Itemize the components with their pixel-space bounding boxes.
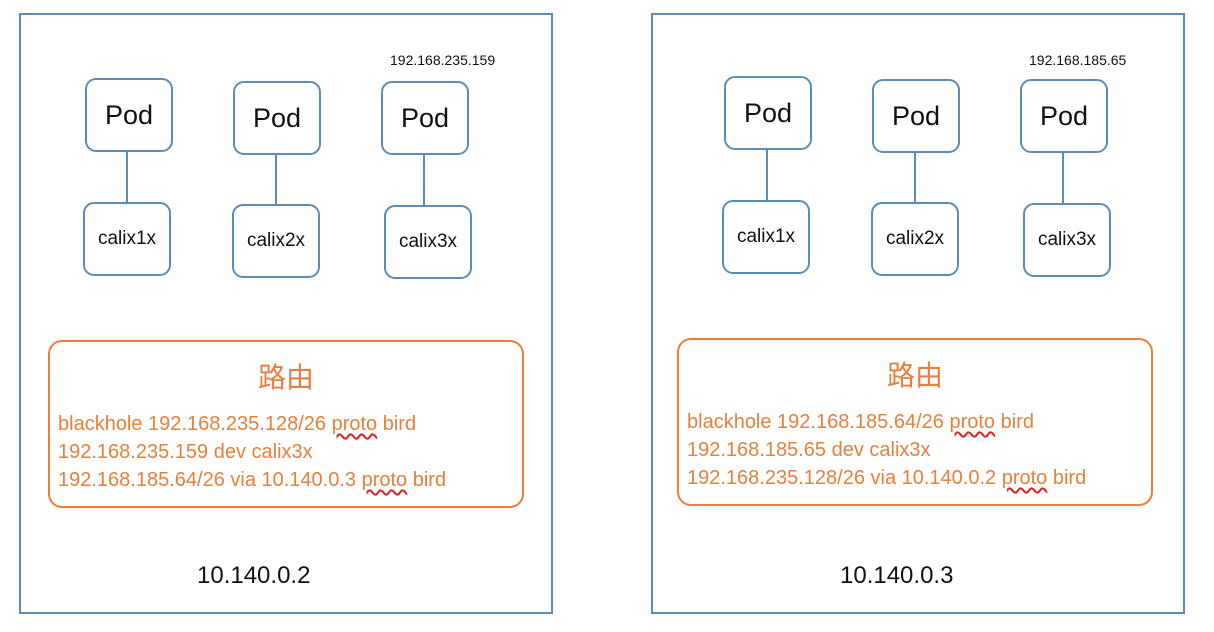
pod-veth-connector-2 [275, 155, 277, 204]
spellcheck-marked-word: proto [361, 469, 408, 491]
pod-veth-connector-1 [126, 152, 128, 202]
route-entry: 192.168.235.159 dev calix3x [58, 441, 313, 463]
pod-veth-connector-2 [914, 153, 916, 202]
route-entry: 192.168.235.128/26 via 10.140.0.2 proto … [687, 467, 1087, 489]
routing-lines: blackhole 192.168.185.64/26 proto bird 1… [687, 408, 1086, 492]
pod-box-3: Pod [1020, 79, 1108, 153]
node-left: 192.168.235.159 Pod calix1x Pod calix2x … [19, 13, 553, 614]
veth-box-2: calix2x [232, 204, 320, 278]
pod-box-2: Pod [233, 81, 321, 155]
node-ip-label: 10.140.0.3 [840, 562, 954, 589]
routing-title: 路由 [257, 361, 314, 394]
veth-box-3: calix3x [384, 205, 472, 279]
routing-table-box: 路由 blackhole 192.168.235.128/26 proto bi… [48, 340, 524, 508]
pod-ip-label: 192.168.185.65 [1029, 52, 1127, 68]
route-entry: blackhole 192.168.185.64/26 proto bird [687, 411, 1034, 433]
veth-box-1: calix1x [722, 200, 810, 274]
node-right: 192.168.185.65 Pod calix1x Pod calix2x P… [651, 13, 1185, 614]
pod-ip-label: 192.168.235.159 [390, 52, 496, 68]
pod-veth-connector-3 [1062, 153, 1064, 203]
node-ip-label: 10.140.0.2 [197, 562, 311, 589]
routing-table-box: 路由 blackhole 192.168.185.64/26 proto bir… [677, 338, 1153, 506]
pod-veth-connector-1 [766, 150, 768, 200]
pod-box-3: Pod [381, 81, 469, 155]
veth-box-3: calix3x [1023, 203, 1111, 277]
veth-box-1: calix1x [83, 202, 171, 276]
pod-box-1: Pod [85, 78, 173, 152]
pod-box-1: Pod [724, 76, 812, 150]
spellcheck-marked-word: proto [1001, 467, 1048, 489]
spellcheck-marked-word: proto [331, 413, 378, 435]
pod-veth-connector-3 [423, 155, 425, 205]
routing-lines: blackhole 192.168.235.128/26 proto bird … [58, 410, 446, 494]
route-entry: 192.168.185.65 dev calix3x [687, 439, 931, 461]
routing-title: 路由 [886, 359, 943, 392]
route-entry: 192.168.185.64/26 via 10.140.0.3 proto b… [58, 469, 447, 491]
pod-box-2: Pod [872, 79, 960, 153]
veth-box-2: calix2x [871, 202, 959, 276]
route-entry: blackhole 192.168.235.128/26 proto bird [58, 413, 417, 435]
spellcheck-marked-word: proto [949, 411, 996, 433]
